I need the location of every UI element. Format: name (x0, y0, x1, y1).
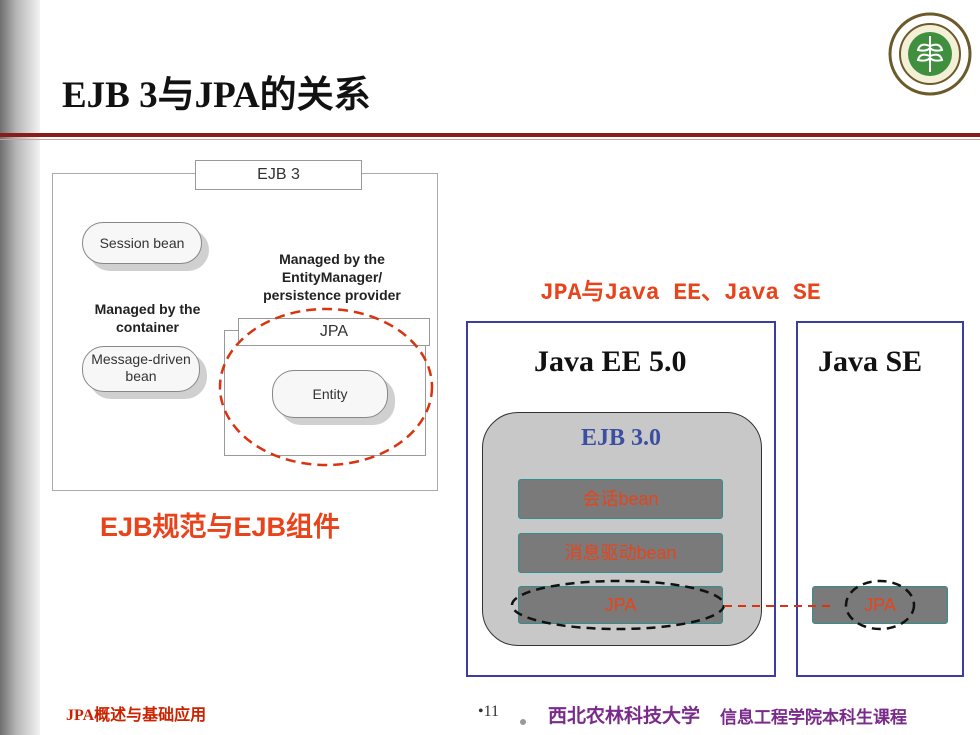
jpa-dashed-highlight-ellipse (218, 307, 434, 467)
footer-department: 信息工程学院本科生课程 (720, 708, 907, 727)
slide-title: EJB 3与JPA的关系 (62, 75, 371, 116)
session-bean-bar: 会话bean (518, 479, 723, 519)
title-divider-thin (0, 139, 980, 140)
message-driven-bean-pill: Message-driven bean (82, 346, 200, 392)
message-driven-bean-bar: 消息驱动bean (518, 533, 723, 573)
jpa-se-bar: JPA (812, 586, 948, 624)
right-diagram-title: JPA与Java EE、Java SE (540, 280, 821, 306)
jpa-tab-label: JPA (238, 318, 430, 346)
footer-course-title: JPA概述与基础应用 (66, 707, 207, 724)
jpa-ee-bar: JPA (518, 586, 723, 624)
title-divider (0, 133, 980, 137)
university-logo-icon (888, 12, 972, 96)
managed-by-entitymanager-label: Managed by the EntityManager/ persistenc… (263, 251, 401, 303)
jpa-connection-highlights (510, 579, 916, 631)
left-gradient-bar (0, 0, 40, 735)
ejb3-tab-label: EJB 3 (195, 160, 362, 190)
java-ee-heading: Java EE 5.0 (534, 345, 687, 378)
footer-university: 西北农林科技大学 (548, 706, 701, 727)
entity-pill: Entity (272, 370, 388, 418)
managed-by-container-label: Managed by the container (94, 301, 201, 335)
left-caption: EJB规范与EJB组件 (100, 512, 341, 542)
ejb30-heading: EJB 3.0 (580, 425, 661, 451)
java-se-heading: Java SE (818, 345, 923, 378)
session-bean-pill: Session bean (82, 222, 202, 264)
page-number: •11 (478, 703, 500, 720)
footer-dot (520, 719, 526, 725)
